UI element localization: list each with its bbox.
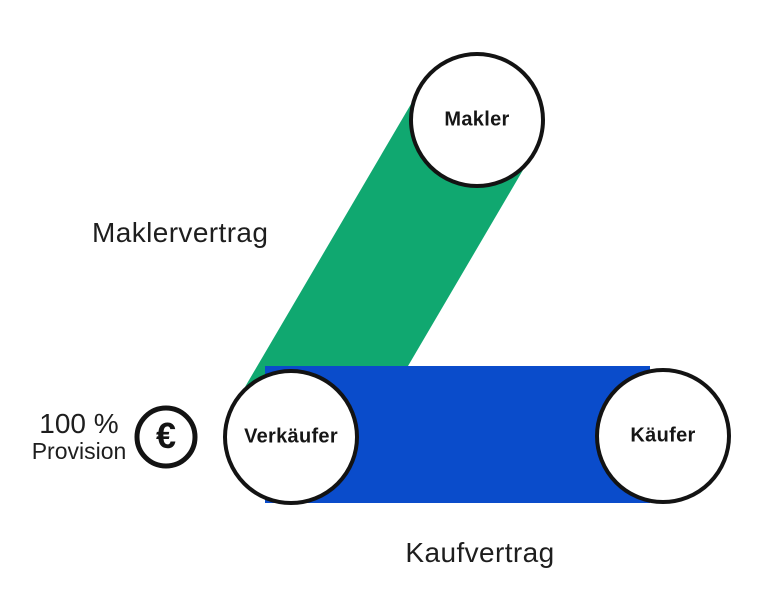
- provision-percentage: 100 %: [39, 408, 119, 439]
- kaeufer-node-circle: [595, 368, 731, 504]
- provision-annotation: 100 % Provision: [31, 408, 127, 465]
- provision-label: Provision: [31, 438, 127, 464]
- maklervertrag-band-label: Maklervertrag: [92, 217, 269, 248]
- euro-circle-icon: [134, 405, 198, 469]
- verkaeufer-node-label: Verkäufer: [244, 425, 338, 448]
- euro-symbol: €: [155, 415, 177, 457]
- makler-node-circle: [409, 52, 545, 188]
- makler-node-label: Makler: [444, 108, 510, 131]
- kaufvertrag-band-label: Kaufvertrag: [405, 537, 555, 568]
- kaeufer-node-label: Käufer: [630, 424, 696, 447]
- verkaeufer-node-circle: [223, 369, 359, 505]
